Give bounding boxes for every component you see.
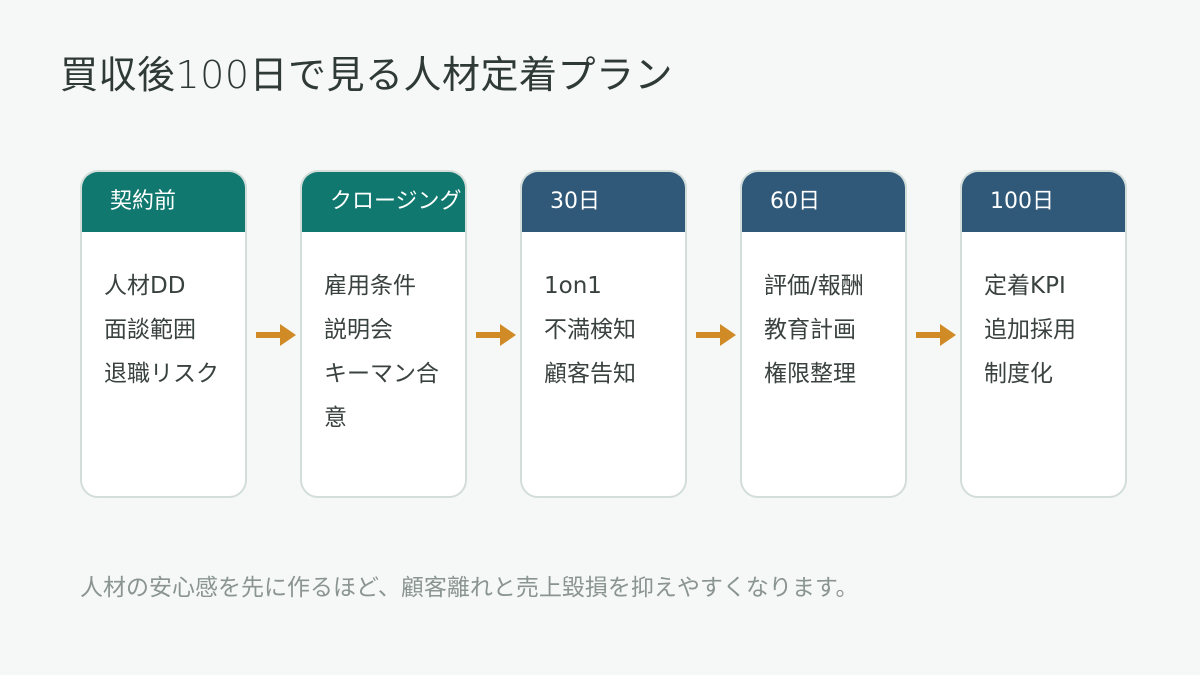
stage-item: 顧客告知 — [544, 361, 636, 387]
stage-items: 定着KPI 追加採用 制度化 — [984, 264, 1116, 396]
arrow-right-icon — [256, 324, 296, 346]
stage-items: 評価/報酬 教育計画 権限整理 — [764, 264, 896, 396]
stage-item: 面談範囲 — [104, 317, 196, 343]
stage-card-60-days: 60日 評価/報酬 教育計画 権限整理 — [740, 170, 907, 498]
stage-header: 100日 — [962, 172, 1125, 232]
stage-item: 退職リスク — [104, 361, 219, 387]
stage-header: 30日 — [522, 172, 685, 232]
arrow-right-icon — [476, 324, 516, 346]
stage-item: 雇用条件 — [324, 273, 416, 299]
page-title: 買収後100日で見る人材定着プラン — [60, 53, 674, 97]
stage-item: 評価/報酬 — [764, 273, 864, 299]
arrow-right-icon — [696, 324, 736, 346]
stage-item: 定着KPI — [984, 273, 1066, 299]
stage-header: 契約前 — [82, 172, 245, 232]
stage-card-100-days: 100日 定着KPI 追加採用 制度化 — [960, 170, 1127, 498]
stage-items: 雇用条件 説明会 キーマン合意 — [324, 264, 456, 440]
footer-note: 人材の安心感を先に作るほど、顧客離れと売上毀損を抑えやすくなります。 — [80, 575, 859, 601]
stage-item: 1on1 — [544, 273, 602, 299]
stage-header: 60日 — [742, 172, 905, 232]
stage-item: 制度化 — [984, 361, 1053, 387]
stage-card-pre-contract: 契約前 人材DD 面談範囲 退職リスク — [80, 170, 247, 498]
stage-item: 人材DD — [104, 273, 186, 299]
stage-item: 教育計画 — [764, 317, 856, 343]
stage-items: 1on1 不満検知 顧客告知 — [544, 264, 676, 396]
stage-card-30-days: 30日 1on1 不満検知 顧客告知 — [520, 170, 687, 498]
stage-items: 人材DD 面談範囲 退職リスク — [104, 264, 236, 396]
stage-header: クロージング — [302, 172, 465, 232]
stage-item: キーマン合意 — [324, 361, 439, 431]
stage-item: 説明会 — [324, 317, 393, 343]
stage-card-closing: クロージング 雇用条件 説明会 キーマン合意 — [300, 170, 467, 498]
stage-item: 不満検知 — [544, 317, 636, 343]
stage-item: 追加採用 — [984, 317, 1076, 343]
arrow-right-icon — [916, 324, 956, 346]
stage-item: 権限整理 — [764, 361, 856, 387]
